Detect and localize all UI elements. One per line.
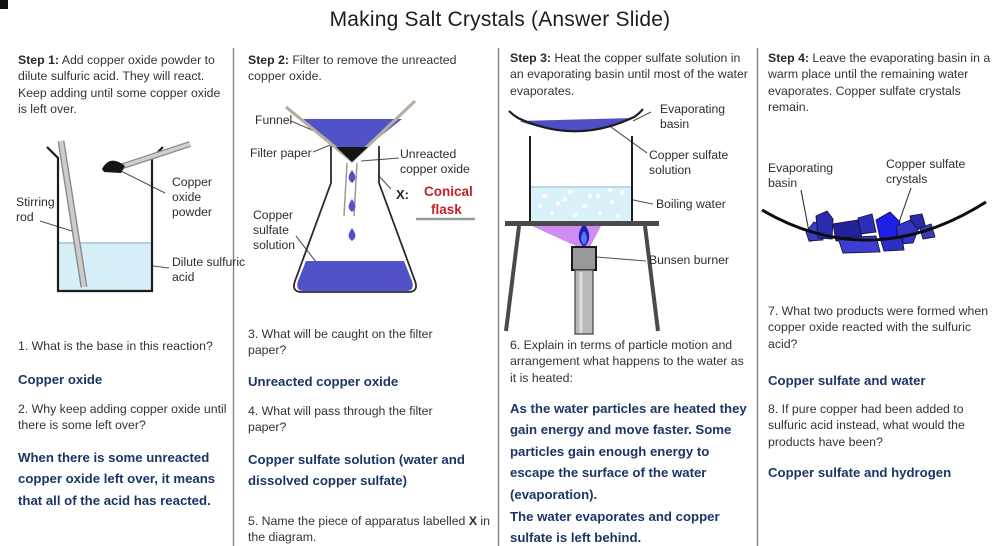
question-2: 2. Why keep adding copper oxide until th…	[18, 402, 227, 433]
step3-label: Step 3:	[510, 51, 551, 65]
tripod-legs	[504, 225, 660, 332]
flame-core	[581, 231, 587, 245]
label-copper-sulfate-crystals: Copper sulfate crystals	[886, 157, 966, 186]
flame-outer	[532, 226, 601, 247]
boiling-water-liquid	[531, 187, 631, 221]
evaporation-diagram	[504, 108, 660, 335]
label-dilute-sulfuric-acid: Dilute sulfuric acid	[172, 255, 246, 284]
bunsen-burner-shape	[571, 246, 597, 335]
question-8: 8. If pure copper had been added to sulf…	[768, 402, 965, 449]
label-unreacted-copper-oxide: Unreacted copper oxide	[400, 147, 470, 176]
label-x-prefix: X:	[396, 187, 409, 202]
corner-mark	[0, 0, 8, 9]
answer-4: Copper sulfate solution (water and disso…	[248, 452, 465, 489]
answer-6b: The water evaporates and copper sulfate …	[510, 509, 720, 546]
question-5-x: X	[468, 514, 478, 528]
question-7: 7. What two products were formed when co…	[768, 304, 989, 351]
answer-3: Unreacted copper oxide	[248, 374, 399, 389]
answer-8: Copper sulfate and hydrogen	[768, 465, 952, 480]
step1-text: Step 1: Add copper oxide powder to dilut…	[18, 53, 221, 117]
copper-sulfate-crystals-shapes	[805, 210, 936, 254]
step2-text: Step 2: Filter to remove the unreacted c…	[248, 53, 457, 84]
tripod-gauze	[505, 221, 659, 226]
answer-7: Copper sulfate and water	[768, 373, 926, 388]
copper-oxide-powder-heap	[102, 160, 125, 173]
evaporating-basin-curve	[761, 200, 987, 242]
question-6: 6. Explain in terms of particle motion a…	[510, 338, 744, 385]
label-copper-sulfate-solution-3: Copper sulfate solution	[649, 148, 729, 177]
answer-2: When there is some unreacted copper oxid…	[18, 450, 216, 508]
water-bath-beaker-walls	[529, 136, 633, 221]
step3-text: Step 3: Heat the copper sulfate solution…	[510, 51, 748, 98]
step4-label: Step 4:	[768, 51, 809, 65]
copper-sulfate-solution-liquid	[297, 261, 413, 291]
label-copper-sulfate-solution: Copper sulfate solution	[253, 208, 296, 252]
label-filter-paper: Filter paper	[250, 146, 312, 160]
x-answer-flask: flask	[431, 202, 462, 217]
filtrate-drips	[348, 170, 356, 241]
step2-label: Step 2:	[248, 53, 289, 67]
question-4: 4. What will pass through the filter pap…	[248, 404, 433, 435]
filtration-diagram	[284, 99, 475, 293]
stirring-rod-shape	[57, 140, 88, 288]
label-copper-oxide-powder: Copper oxide powder	[172, 175, 212, 219]
step1-label: Step 1:	[18, 53, 59, 67]
conical-flask-outline	[293, 146, 417, 293]
label-boiling-water: Boiling water	[656, 197, 726, 211]
beaker-diagram	[39, 140, 191, 293]
bubbles	[537, 187, 625, 219]
label-evaporating-basin-3: Evaporating basin	[660, 102, 726, 131]
unreacted-copper-oxide-residue	[336, 147, 368, 162]
solution-in-funnel	[303, 119, 402, 159]
spatula-shape	[113, 141, 191, 172]
dilute-acid-liquid	[59, 243, 151, 290]
question-1: 1. What is the base in this reaction?	[18, 339, 213, 353]
question-5: 5. Name the piece of apparatus labelled …	[248, 514, 491, 545]
label-evaporating-basin-4: Evaporating basin	[768, 161, 834, 190]
slide-title: Making Salt Crystals (Answer Slide)	[329, 8, 671, 31]
label-stirring-rod: Stirring rod	[16, 195, 55, 224]
column-dividers	[232, 48, 759, 546]
label-bunsen-burner: Bunsen burner	[649, 253, 729, 267]
question-3: 3. What will be caught on the filter pap…	[248, 327, 433, 358]
label-funnel: Funnel	[255, 113, 293, 127]
leader-lines	[595, 111, 654, 262]
step4-text: Step 4: Leave the evaporating basin in a…	[768, 51, 991, 115]
x-answer-conical: Conical	[424, 184, 473, 199]
answer-1: Copper oxide	[18, 372, 103, 387]
evaporating-basin-outline	[508, 108, 644, 133]
answer-6: As the water particles are heated they g…	[510, 401, 747, 502]
crystals-diagram	[761, 187, 987, 254]
